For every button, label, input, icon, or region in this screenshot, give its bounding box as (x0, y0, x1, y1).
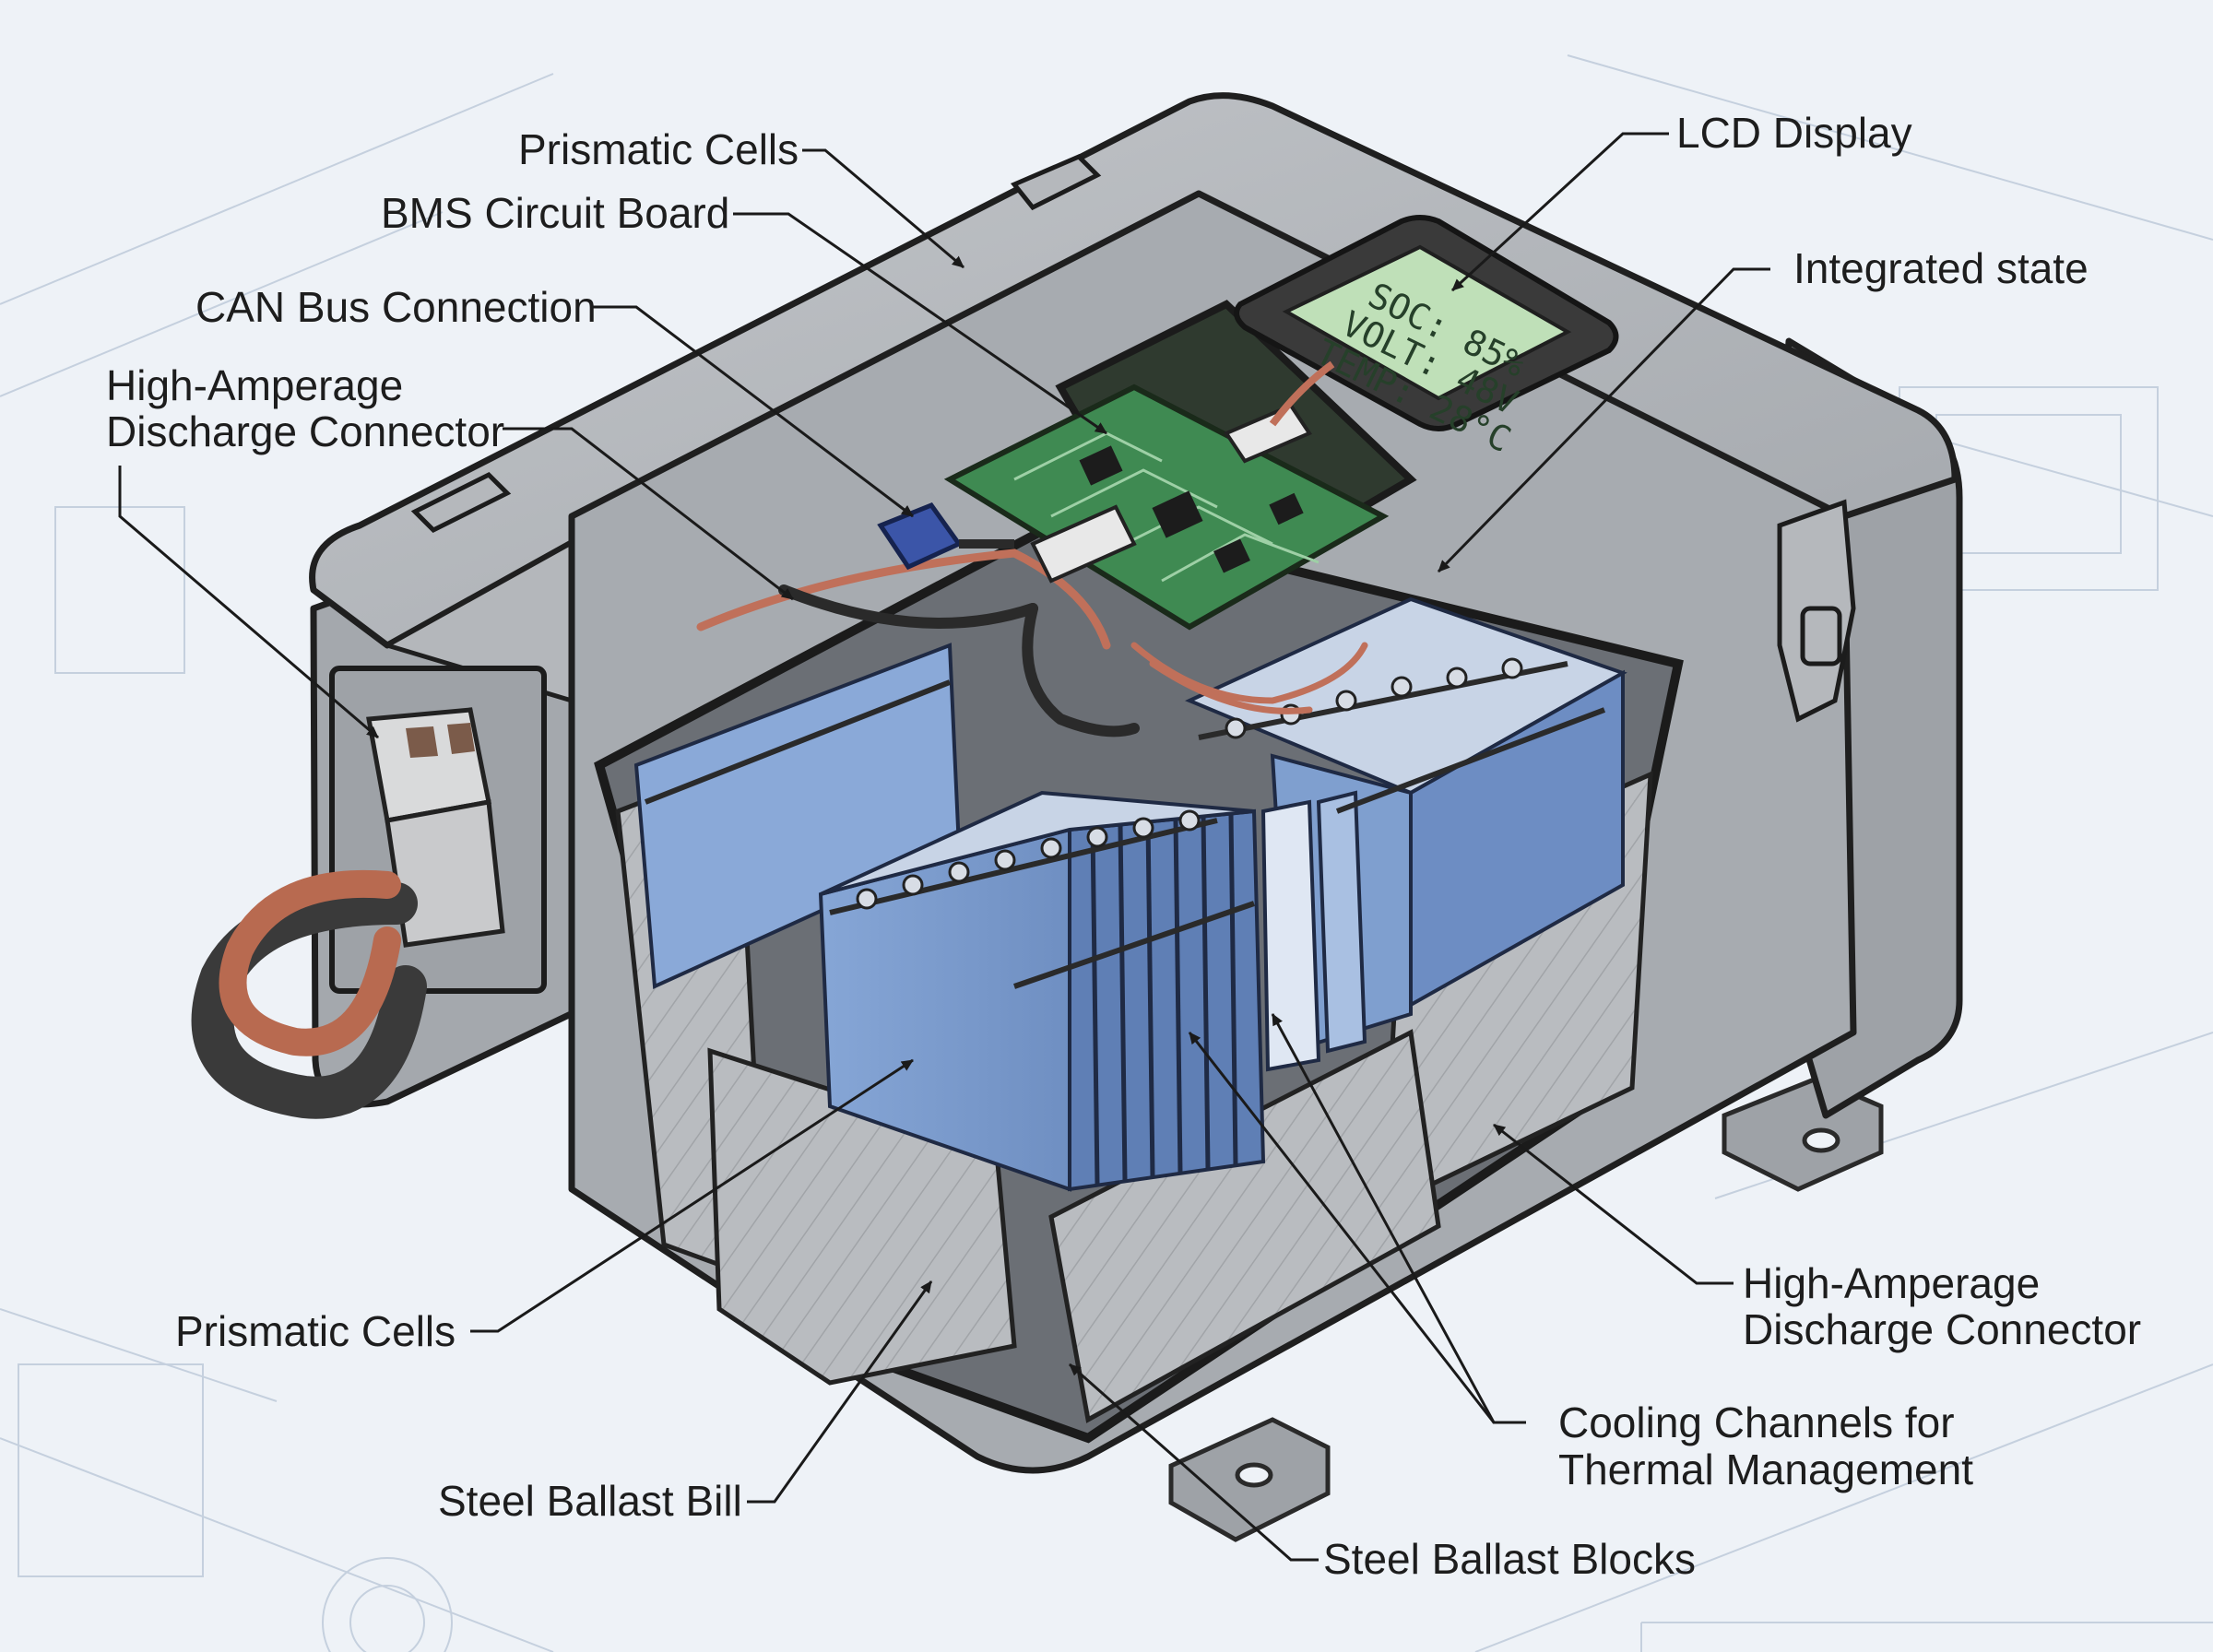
bms-circuit-board (943, 300, 1417, 631)
label-integrated-state: Integrated state (1793, 244, 2089, 292)
label-lcd-display: LCD Display (1676, 109, 1912, 157)
label-steel-ballast-bill: Steel Ballast Bill (438, 1477, 742, 1525)
label-cooling-channels-line2: Thermal Management (1558, 1446, 1973, 1493)
label-bms-circuit-board: BMS Circuit Board (381, 189, 730, 237)
leader-lines (118, 132, 1770, 1562)
cell-terminals (856, 657, 1523, 910)
discharge-cables (191, 869, 427, 1119)
blueprint-background (0, 54, 2213, 1652)
label-discharge-connector-right-line2: Discharge Connector (1743, 1305, 2142, 1353)
case-latch (410, 154, 1856, 723)
discharge-connector-housing (329, 666, 547, 994)
label-can-bus-connection: CAN Bus Connection (195, 283, 597, 331)
copper-wiring (696, 549, 1368, 738)
label-discharge-connector-right-line1: High-Amperage (1743, 1259, 2041, 1307)
label-prismatic-cells-top: Prismatic Cells (518, 125, 799, 173)
label-steel-ballast-blocks: Steel Ballast Blocks (1323, 1535, 1696, 1583)
label-prismatic-cells-bottom: Prismatic Cells (175, 1307, 456, 1355)
label-cooling-channels-line1: Cooling Channels for (1558, 1398, 1955, 1446)
label-discharge-connector-left-line1: High-Amperage (106, 361, 404, 409)
can-bus-connector (877, 502, 1014, 571)
label-discharge-connector-left-line2: Discharge Connector (106, 407, 505, 455)
